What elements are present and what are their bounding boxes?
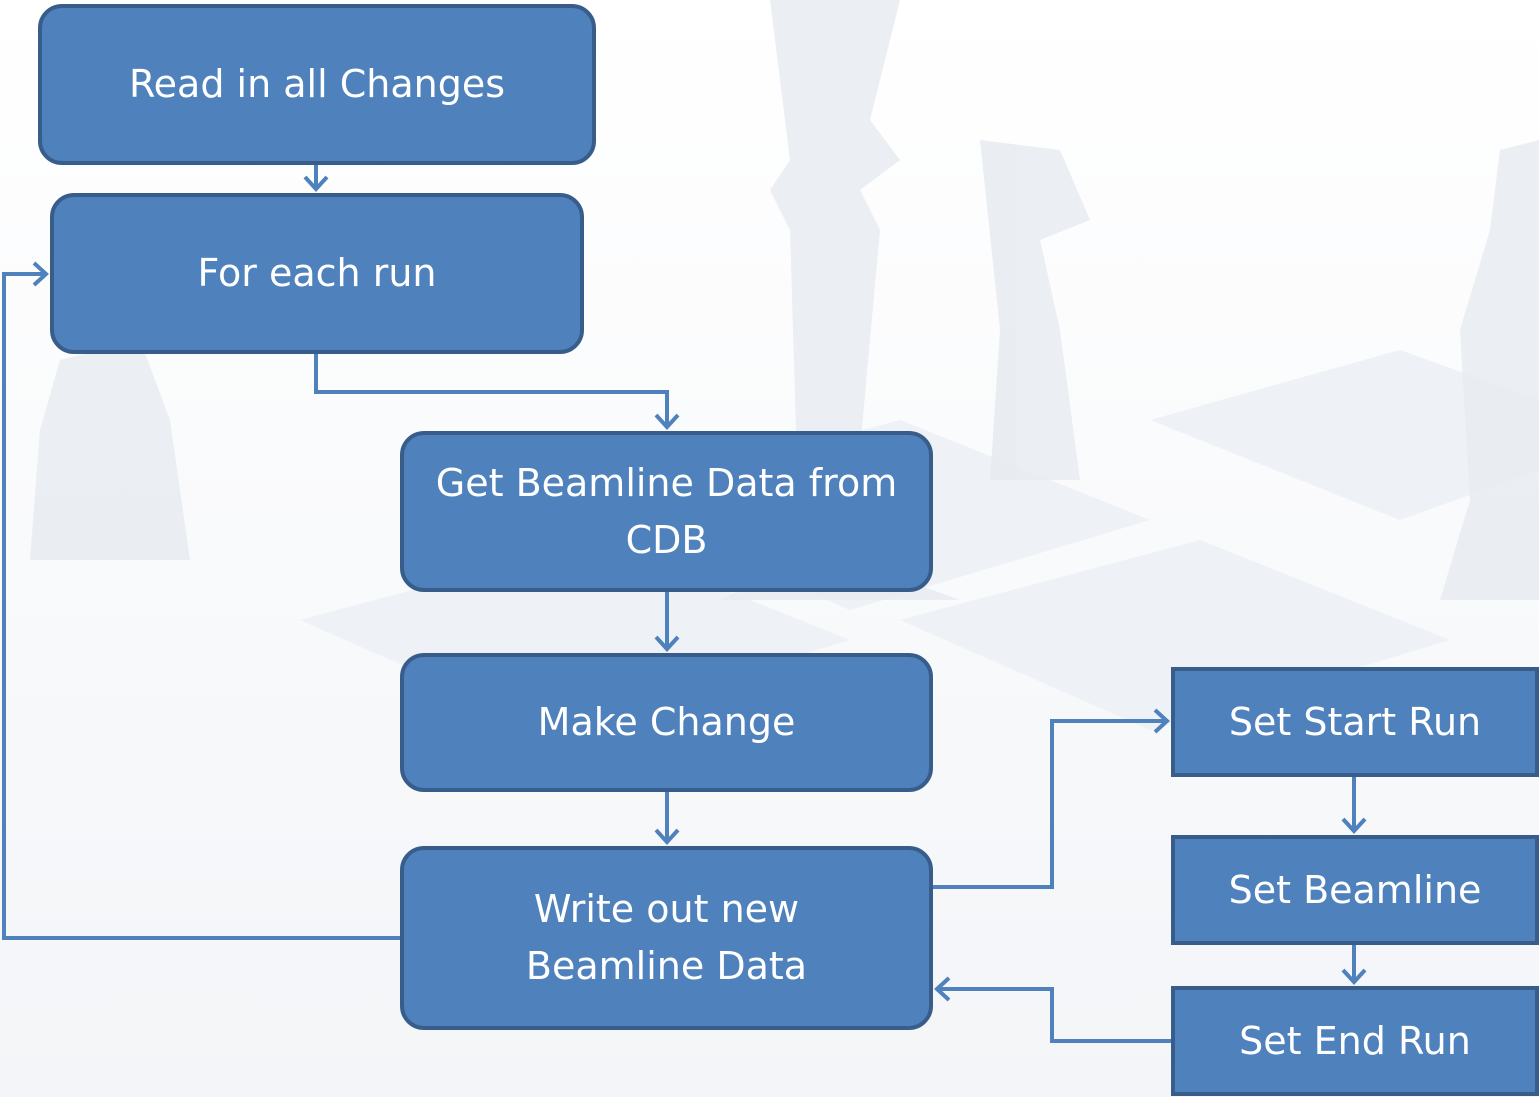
node-label: Make Change — [537, 700, 796, 744]
node-label: Set Beamline — [1228, 867, 1482, 912]
node-label: Write out new Beamline Data — [525, 887, 808, 988]
node-read-in-all-changes: Read in all Changes — [38, 4, 596, 165]
node-label: Set Start Run — [1228, 699, 1482, 744]
node-get-beamline-data: Get Beamline Data from CDB — [400, 431, 933, 592]
node-make-change: Make Change — [400, 653, 933, 792]
node-set-end-run: Set End Run — [1171, 986, 1539, 1096]
node-label: For each run — [197, 251, 437, 295]
node-write-out-beamline-data: Write out new Beamline Data — [400, 846, 933, 1030]
node-label: Get Beamline Data from CDB — [435, 460, 898, 562]
node-set-beamline: Set Beamline — [1171, 835, 1539, 945]
node-set-start-run: Set Start Run — [1171, 667, 1539, 777]
node-label: Set End Run — [1239, 1018, 1471, 1063]
node-for-each-run: For each run — [50, 193, 584, 354]
node-label: Read in all Changes — [128, 62, 506, 106]
